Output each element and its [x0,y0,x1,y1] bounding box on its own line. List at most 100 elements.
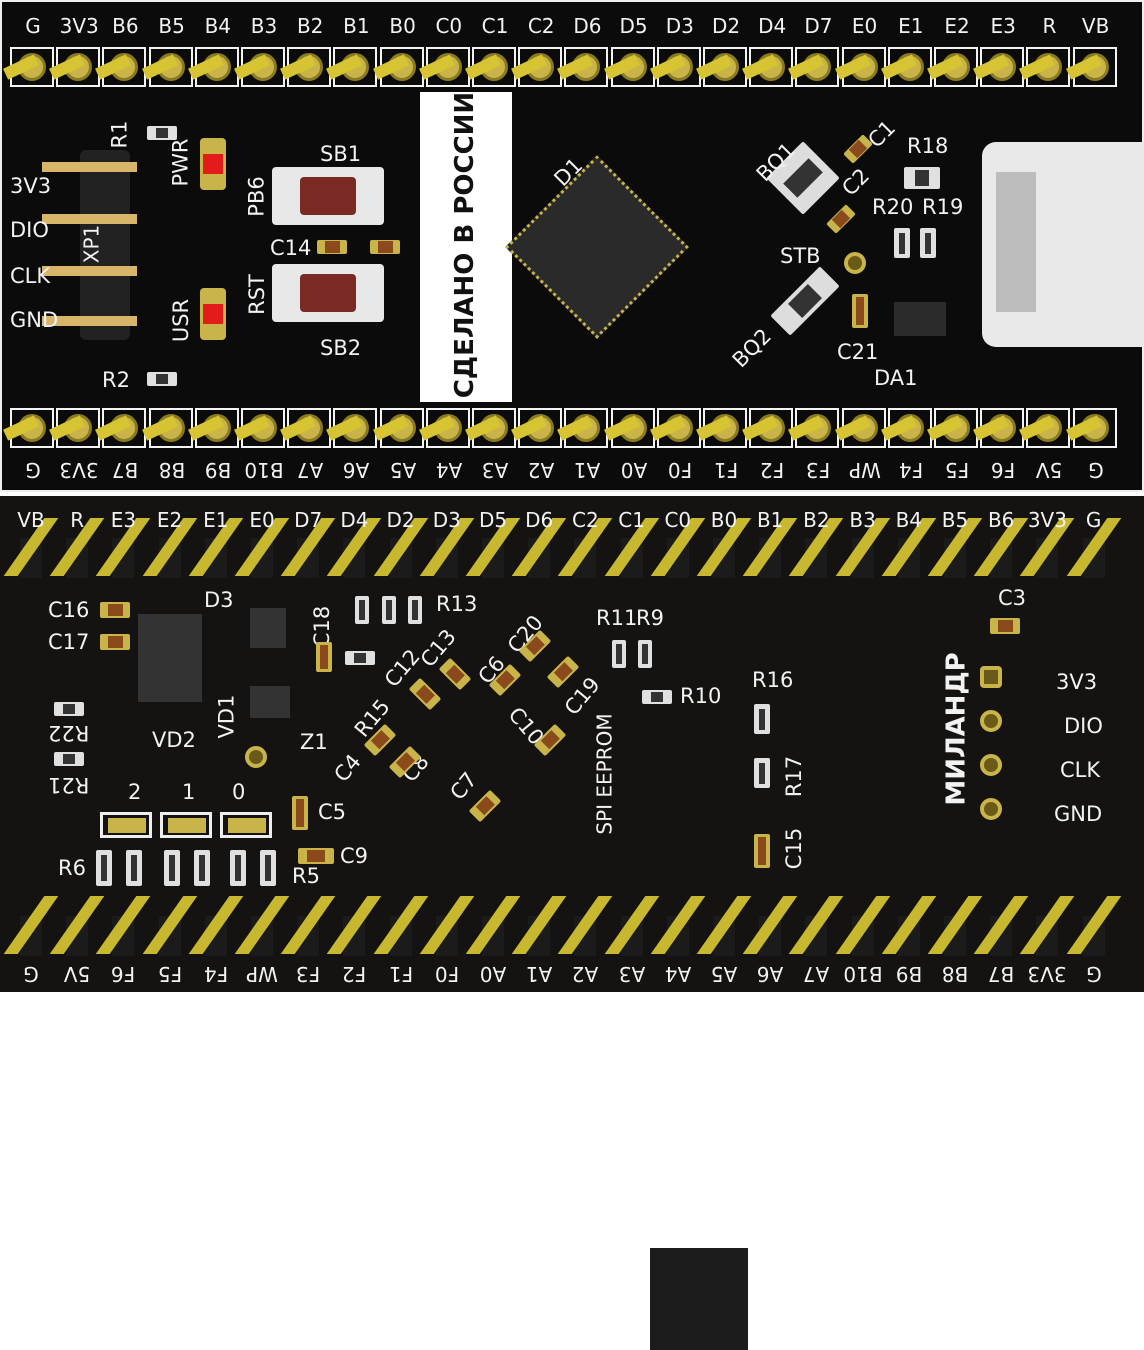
boot-label: 0 [232,780,246,804]
label-da1: DA1 [874,366,918,390]
pin-label: F3 [795,458,841,482]
label-r5: R5 [292,864,320,888]
pin-label: F0 [657,458,703,482]
pin-label: G [8,962,54,986]
resistor [345,651,375,665]
label-z1: Z1 [300,730,328,754]
label-r22: R22 [48,721,90,745]
pin-label-text: E0 [249,508,275,532]
pin-label-text: B9 [204,458,232,482]
pin-label: A0 [470,962,516,986]
pin-label: 5V [1026,458,1072,482]
pin-label-text: D5 [478,508,508,532]
boot-jumper-2[interactable] [100,812,152,838]
resistor [754,758,770,788]
label-r11: R11 [596,606,638,630]
pin-label-text: C0 [435,14,463,38]
label-sb1: SB1 [320,142,362,166]
pin-label: R [1026,14,1072,38]
pin-label-text: E0 [851,14,878,38]
pin-label: VB [8,508,54,532]
swd-label: 3V3 [1056,670,1098,694]
pin-label: B1 [747,508,793,532]
pin-label-text: G [23,962,39,986]
pin-label-text: D3 [432,508,461,532]
label-r6: R6 [58,856,86,880]
usr-led [200,288,226,340]
pin-label: D3 [424,508,470,532]
pin-label-text: C1 [481,14,509,38]
boot-jumper-1[interactable] [160,812,212,838]
pin-label: B2 [287,14,333,38]
label-r21: R21 [48,773,90,797]
pin-label: B8 [149,458,195,482]
boot-jumper-0[interactable] [220,812,272,838]
pin-label-text: E1 [203,508,229,532]
pin-label: C1 [472,14,518,38]
pin-label-text: 3V3 [1027,508,1067,532]
resistor [260,850,276,886]
pin-label: B4 [195,14,241,38]
label-vd2: VD2 [152,728,196,752]
label-r9: R9 [636,606,664,630]
pin-label: F5 [147,962,193,986]
label-r10: R10 [680,684,722,708]
pin-label-text: B4 [895,508,923,532]
button-sb2-reset[interactable] [272,264,384,322]
pin-label-text: F2 [342,962,367,986]
pin-label-text: A3 [618,962,645,986]
pin-label-text: B8 [158,458,185,482]
pin-label: A7 [793,962,839,986]
capacitor [546,655,580,689]
pin-label-text: F3 [806,458,831,482]
pin-label: F2 [749,458,795,482]
pin-label: B3 [241,14,287,38]
mcu-d1 [505,155,689,339]
pin-label: D6 [564,14,610,38]
pin-label: F4 [193,962,239,986]
pin-label-text: B5 [158,14,185,38]
pin-label-text: B6 [112,14,139,38]
pin-label-text: F4 [898,458,923,482]
pin-label-text: C2 [527,14,555,38]
label-c21: C21 [837,340,879,364]
pin-label-text: VB [1081,14,1110,38]
pin-label-text: E1 [898,14,924,38]
pin-label: WP [239,962,285,986]
pin-label-text: F1 [713,458,739,482]
swd-label: CLK [1060,758,1101,782]
made-in-russia-text: СДЕЛАНО В РОССИИ [450,91,480,399]
pin-label-text: B7 [987,962,1015,986]
pin-label: E2 [147,508,193,532]
button-sb1-pb6[interactable] [272,167,384,225]
swd-pad [980,754,1002,776]
pin-label: B10 [241,458,287,482]
pin-label: D2 [703,14,749,38]
usb-c-connector[interactable] [982,142,1144,347]
pin-label-text: B10 [843,962,883,986]
pin-label: B6 [978,508,1024,532]
label-spi-eeprom: SPI EEPROM [592,713,617,835]
pin-label-text: E3 [110,508,137,532]
pin-label-text: VB [17,508,45,532]
pin-label: R [54,508,100,532]
capacitor [316,642,332,672]
pin-label: A6 [333,458,379,482]
resistor [164,850,180,886]
label-r2: R2 [102,368,130,392]
pin-label-text: B1 [756,508,784,532]
pin-label-text: 3V3 [59,14,99,38]
pin-label: WP [842,458,888,482]
pin-label-text: 3V3 [59,458,99,482]
pin-label-text: B5 [941,508,969,532]
capacitor [408,677,442,711]
pin-label: B3 [840,508,886,532]
pin-label-text: D7 [294,508,323,532]
label-c3: C3 [998,586,1027,610]
pin-label: A7 [287,458,333,482]
pin-label: VB [1073,14,1119,38]
capacitor [852,294,868,328]
pin-label-text: F2 [760,458,785,482]
pin-label-text: B2 [803,508,830,532]
pin-label-text: E2 [156,508,183,532]
